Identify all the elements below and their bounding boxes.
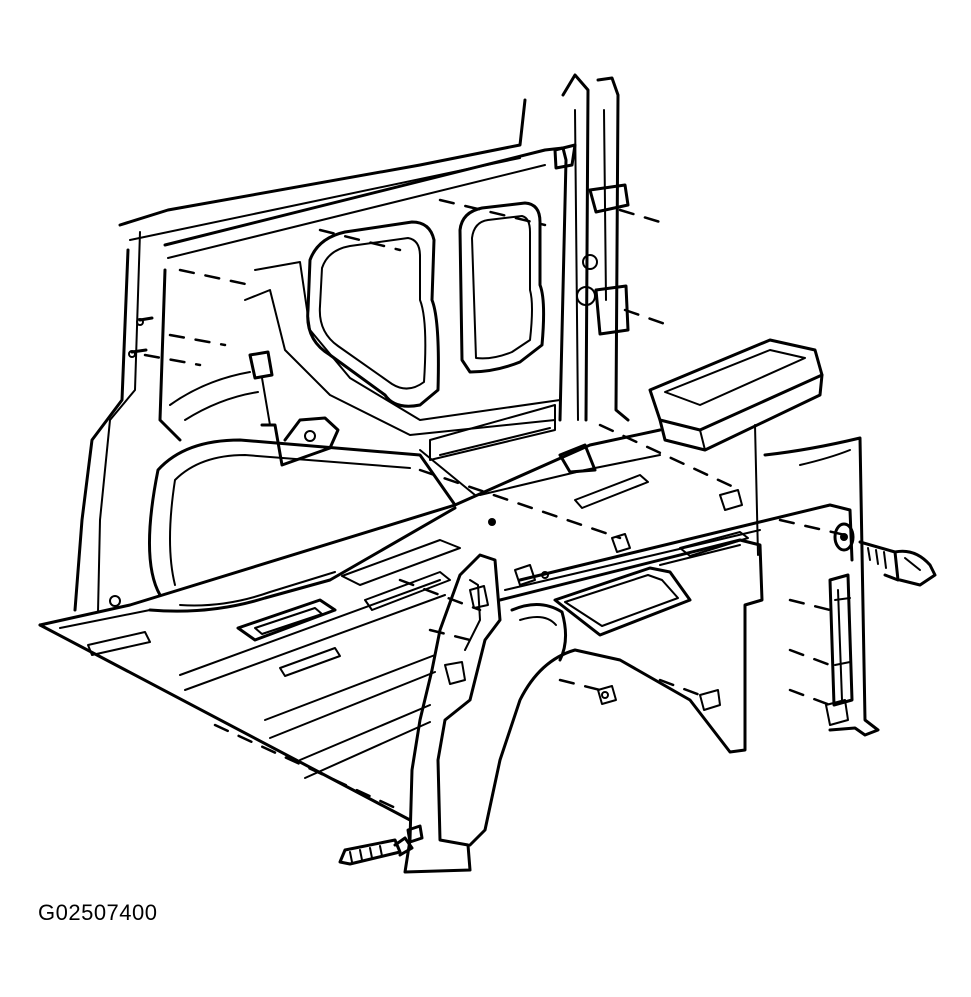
- rear-bulkhead-panel: [118, 98, 577, 461]
- cargo-floor: [38, 428, 662, 822]
- right-side-trim-panel: [763, 436, 880, 737]
- figure-code: G02507400: [38, 900, 158, 925]
- left-rear-corner-trim-panel: [403, 489, 854, 874]
- seat-belt-bracket: [248, 350, 340, 467]
- alignment-lines: [143, 198, 847, 812]
- rear-door-pillar: [561, 73, 630, 422]
- right-bolt: [833, 522, 937, 587]
- left-bolt: [338, 824, 424, 866]
- storage-bin: [648, 338, 824, 556]
- left-side-wall: [73, 231, 457, 613]
- fasteners: [128, 316, 609, 699]
